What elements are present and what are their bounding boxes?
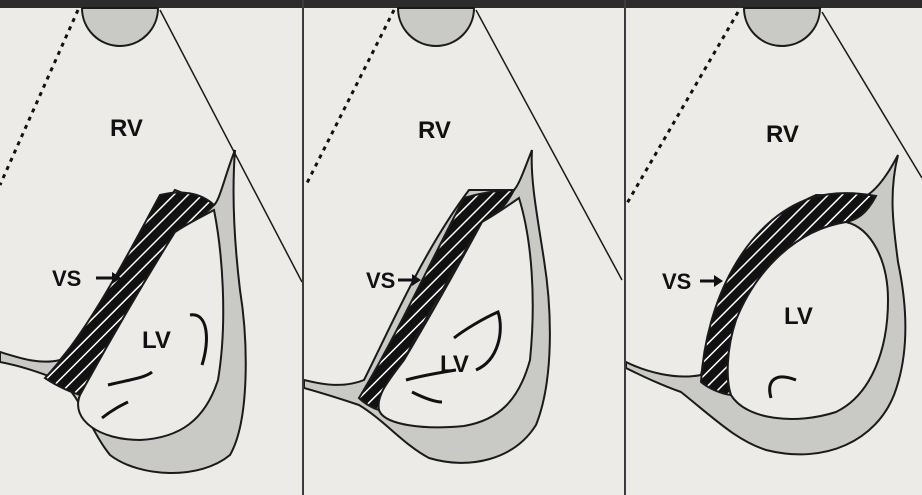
- label-vs: VS: [52, 266, 81, 291]
- label-lv: LV: [142, 327, 171, 354]
- transducer-cap: [398, 8, 474, 46]
- transducer-cap: [82, 8, 158, 46]
- vs-arrowhead: [714, 275, 723, 287]
- label-rv: RV: [418, 117, 451, 144]
- panel-2-diagram: RV VS LV: [304, 0, 624, 495]
- panel-1-diagram: RV VS LV: [0, 0, 302, 495]
- panel-1: RV VS LV: [0, 0, 302, 495]
- sector-edge-dotted: [306, 10, 394, 185]
- label-lv: LV: [784, 303, 813, 330]
- label-rv: RV: [766, 121, 799, 148]
- sector-edge-dotted: [626, 12, 738, 205]
- sector-edge: [822, 12, 922, 178]
- panel-2: RV VS LV: [304, 0, 624, 495]
- label-lv: LV: [440, 351, 469, 378]
- label-vs: VS: [366, 268, 395, 293]
- transducer-cap: [744, 8, 820, 46]
- panel-3: RV VS LV: [626, 0, 922, 495]
- label-vs: VS: [662, 269, 691, 294]
- panel-3-diagram: RV VS LV: [626, 0, 922, 495]
- label-rv: RV: [110, 115, 143, 142]
- sector-edge-dotted: [0, 10, 78, 185]
